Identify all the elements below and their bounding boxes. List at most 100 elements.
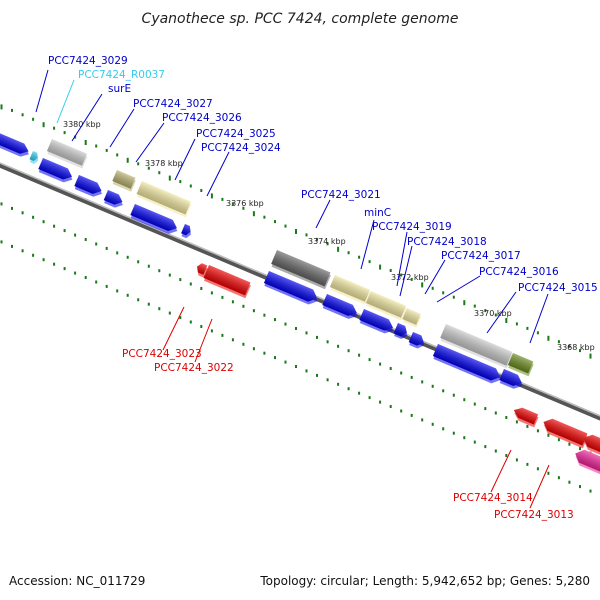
guide-dot <box>557 340 560 344</box>
feature-pcc7424-3021-gray[interactable] <box>270 250 332 290</box>
guide-dot <box>274 220 276 224</box>
guide-dot <box>0 202 3 206</box>
label-pcc7424-3024[interactable]: PCC7424_3024 <box>201 142 281 154</box>
guide-dot <box>389 367 392 370</box>
gene-pcc7424-3015[interactable] <box>498 369 525 391</box>
gene-pcc7424-3029-shade <box>0 130 29 154</box>
label-pcc7424-3022[interactable]: PCC7424_3022 <box>154 362 234 374</box>
label-pcc7424-3016[interactable]: PCC7424_3016 <box>479 266 559 278</box>
guide-dot <box>347 251 350 255</box>
label-pcc7424-3013[interactable]: PCC7424_3013 <box>494 509 574 521</box>
gene-pcc7424-3022-shade <box>203 265 251 296</box>
gene-pcc7424-3021[interactable] <box>263 271 321 307</box>
guide-dot <box>274 318 276 322</box>
gene-pcc7424-3016[interactable] <box>432 344 504 386</box>
gene-pcc7424-3013[interactable] <box>540 416 589 449</box>
guide-dot <box>137 298 140 302</box>
feature-pcc7424-3019-pale[interactable] <box>365 291 407 321</box>
guide-dot <box>484 445 487 449</box>
tick-label-3374: 3374 kbp <box>308 237 346 246</box>
gene-pcc7424-3024[interactable] <box>180 224 194 239</box>
guide-dot <box>168 311 171 315</box>
label-pcc7424-3017[interactable]: PCC7424_3017 <box>441 250 521 262</box>
guide-dot <box>347 349 350 353</box>
guide-dot <box>358 353 361 357</box>
guide-dot <box>337 382 340 386</box>
gene-pink-edge[interactable] <box>572 447 600 479</box>
guide-dot <box>579 447 581 451</box>
gene-pcc7424-3017[interactable] <box>408 332 428 350</box>
label-pcc7424-3025[interactable]: PCC7424_3025 <box>196 128 276 140</box>
gene-pcc7424-3025[interactable] <box>129 204 180 237</box>
label-sure[interactable]: surE <box>108 83 131 95</box>
gene-pcc7424-3013-shade <box>543 418 588 446</box>
guide-dot <box>400 409 403 413</box>
gene-pcc7424-3029[interactable] <box>0 130 32 159</box>
gene-pcc7424-3022[interactable] <box>203 265 252 299</box>
gene-minc[interactable] <box>321 294 360 322</box>
label-pcc7424-3015[interactable]: PCC7424_3015 <box>518 282 598 294</box>
gene-pink-edge-shade <box>575 449 600 476</box>
label-pcc7424-3026[interactable]: PCC7424_3026 <box>162 112 242 124</box>
gene-red-edge[interactable] <box>580 432 600 459</box>
gene-labels: PCC7424_3029 PCC7424_R0037 surE PCC7424_… <box>48 55 598 521</box>
feature-sure-gray[interactable] <box>46 139 88 169</box>
feature-pcc7424-3018-pale[interactable] <box>401 308 422 328</box>
guide-dot <box>515 420 518 424</box>
label-minc[interactable]: minC <box>364 207 391 219</box>
rna-pcc7424-r0037[interactable] <box>29 151 41 165</box>
label-pcc7424-3014[interactable]: PCC7424_3014 <box>453 492 533 504</box>
gene-minc-shade <box>322 294 357 316</box>
gene-pcc7424-3018[interactable] <box>393 323 411 341</box>
guide-dot <box>116 153 119 157</box>
gene-pcc7424-3023[interactable] <box>194 262 209 278</box>
guide-dot <box>200 189 203 192</box>
guide-dot <box>11 244 13 248</box>
feature-pcc7424-3027-khaki-shade <box>112 170 136 189</box>
guide-dot <box>463 300 466 306</box>
feature-pcc7424-3027-khaki[interactable] <box>111 170 136 192</box>
label-pcc7424-r0037[interactable]: PCC7424_R0037 <box>78 69 165 81</box>
guide-dot <box>32 215 35 219</box>
guide-dot <box>252 309 255 313</box>
gene-pcc7424-3019[interactable] <box>358 309 396 336</box>
guide-dot <box>32 253 35 257</box>
guide-dot <box>526 326 529 330</box>
guide-dot <box>326 378 329 382</box>
feature-pcc7424-3025-pale[interactable] <box>136 181 193 218</box>
feature-pcc7424-3015-olive[interactable] <box>507 353 535 377</box>
guide-dot <box>295 365 297 368</box>
guide-dot <box>74 271 77 275</box>
guide-dot <box>274 356 276 360</box>
gene-pcc7424-3024-shade <box>181 224 191 236</box>
label-pcc7424-3023[interactable]: PCC7424_3023 <box>122 348 202 360</box>
gene-pcc7424-3026[interactable] <box>103 190 126 210</box>
guide-dot <box>147 302 150 306</box>
gene-sure[interactable] <box>37 158 75 185</box>
rna-pcc7424-r0037-shade <box>29 151 38 162</box>
gene-pcc7424-3027[interactable] <box>73 175 105 199</box>
feature-pcc7424-3018-pale-shade <box>402 308 421 325</box>
guide-dot <box>263 313 266 317</box>
guide-dot <box>284 322 287 326</box>
label-pcc7424-3029[interactable]: PCC7424_3029 <box>48 55 128 67</box>
label-pcc7424-3018[interactable]: PCC7424_3018 <box>407 236 487 248</box>
gene-pcc7424-3014[interactable] <box>511 405 540 428</box>
guide-dot <box>137 260 140 264</box>
guide-dot <box>305 233 308 237</box>
guide-dot <box>84 276 87 279</box>
guide-dot <box>326 340 329 344</box>
guide-dot <box>0 104 3 110</box>
label-pcc7424-3027[interactable]: PCC7424_3027 <box>133 98 213 110</box>
guide-dot <box>221 197 224 201</box>
label-pcc7424-3021[interactable]: PCC7424_3021 <box>301 189 381 201</box>
guide-dot <box>74 233 77 237</box>
guide-dot <box>589 353 592 359</box>
feature-pcc7424-3016-gray[interactable] <box>439 324 514 369</box>
guide-dot <box>263 215 266 219</box>
guide-dot <box>53 262 56 266</box>
label-pcc7424-3019[interactable]: PCC7424_3019 <box>372 221 452 233</box>
guide-dot <box>463 398 466 402</box>
guide-dot <box>137 162 140 166</box>
feature-minc-pale[interactable] <box>329 275 371 305</box>
